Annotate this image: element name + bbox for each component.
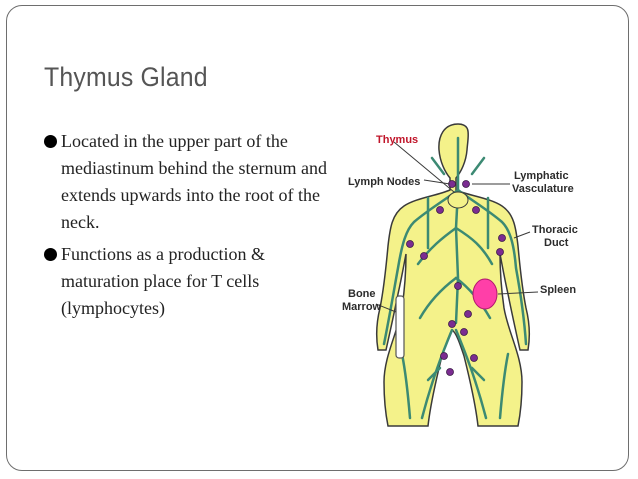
thymus-organ: [447, 191, 469, 209]
bone-marrow-bone: [395, 295, 405, 359]
lymph-nodes: [406, 180, 506, 376]
bullet-text: Located in the upper part of the mediast…: [61, 131, 327, 232]
body-silhouette: [375, 123, 531, 427]
bullet-list: Located in the upper part of the mediast…: [44, 128, 334, 327]
bullet-dot-icon: [44, 248, 57, 261]
label-bone-line1: Bone: [348, 288, 376, 300]
slide-frame: Thymus Gland Located in the upper part o…: [6, 5, 629, 471]
bullet-text: Functions as a production & maturation p…: [61, 244, 265, 318]
label-thoracic-line2: Duct: [544, 237, 569, 249]
bullet-item: Functions as a production & maturation p…: [44, 241, 334, 322]
bullet-item: Located in the upper part of the mediast…: [44, 128, 334, 236]
body-figure-icon: [375, 123, 539, 427]
slide-title: Thymus Gland: [44, 62, 208, 92]
label-lymphatic-line2: Vasculature: [512, 183, 574, 195]
label-bone-line2: Marrow: [342, 301, 382, 313]
label-thymus: Thymus: [376, 134, 419, 146]
lymphatic-system-illustration: Thymus Lymph Nodes Lymphatic Vasculature…: [332, 118, 594, 428]
label-leaders: [375, 141, 539, 313]
label-thoracic-line1: Thoracic: [532, 224, 578, 236]
bullet-dot-icon: [44, 135, 57, 148]
label-lymph-nodes: Lymph Nodes: [348, 176, 421, 188]
label-lymphatic-line1: Lymphatic: [514, 170, 569, 182]
spleen-organ: [472, 278, 498, 310]
label-spleen: Spleen: [540, 284, 577, 296]
